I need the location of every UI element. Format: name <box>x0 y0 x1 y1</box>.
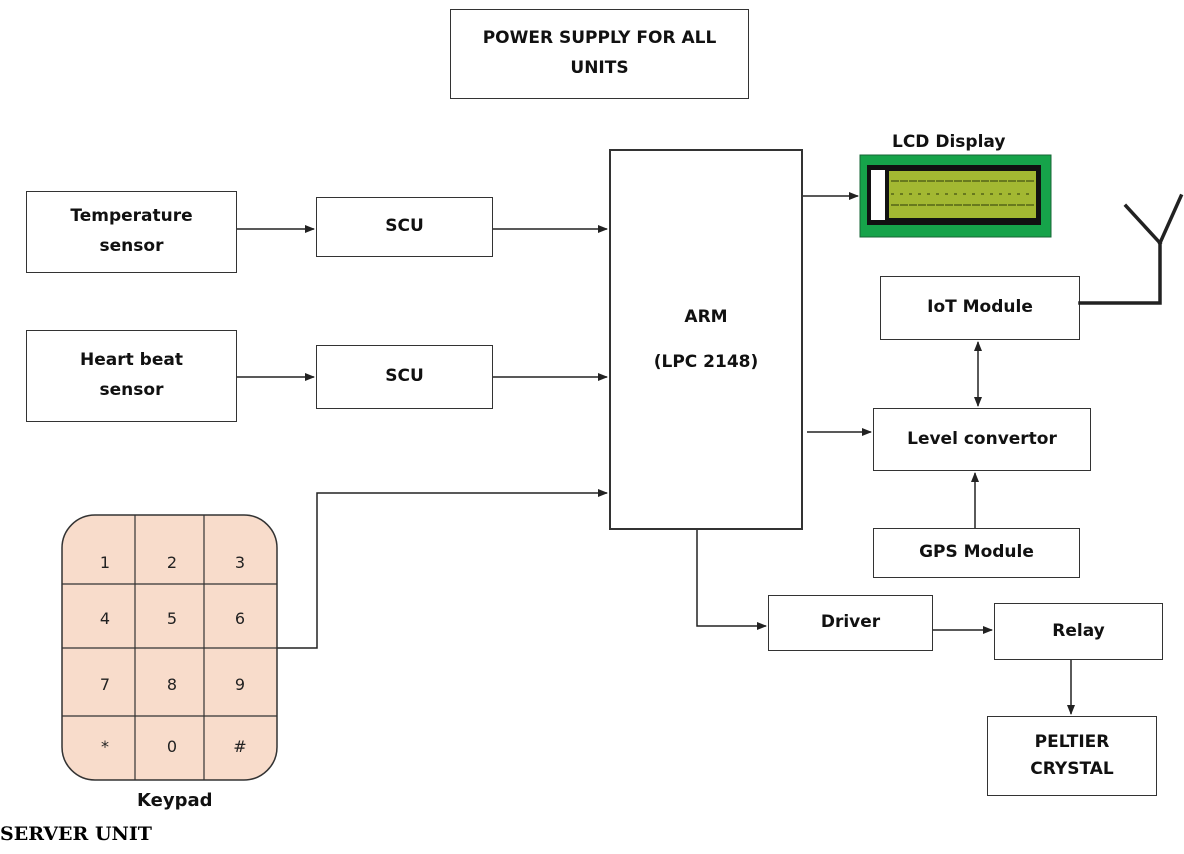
server-unit-caption: SERVER UNIT <box>0 823 152 845</box>
keypad-key-8: 8 <box>167 675 177 694</box>
keypad-key-7: 7 <box>100 675 110 694</box>
arrow-keypad-to-arm <box>277 489 608 649</box>
lcd-display-icon <box>859 154 1052 238</box>
gps-module-box: GPS Module <box>873 528 1080 578</box>
antenna-icon <box>1078 193 1184 305</box>
arm-processor-box: ARM (LPC 2148) <box>609 149 803 530</box>
keypad-key-2: 2 <box>167 553 177 572</box>
heart-beat-sensor-box: Heart beat sensor <box>26 330 237 422</box>
iot-module-box: IoT Module <box>880 276 1080 340</box>
keypad-key-6: 6 <box>235 609 245 628</box>
keypad-key-4: 4 <box>100 609 110 628</box>
keypad-key-5: 5 <box>167 609 177 628</box>
driver-box: Driver <box>768 595 933 651</box>
keypad-key-1: 1 <box>100 553 110 572</box>
scu-box-2: SCU <box>316 345 493 409</box>
keypad-label: Keypad <box>137 790 213 811</box>
keypad-key-hash: # <box>233 737 246 756</box>
temperature-sensor-box: Temperature sensor <box>26 191 237 273</box>
arrow-arm-to-driver <box>696 530 767 630</box>
keypad-key-0: 0 <box>167 737 177 756</box>
power-supply-box: POWER SUPPLY FOR ALL UNITS <box>450 9 749 99</box>
peltier-crystal-box: PELTIER CRYSTAL <box>987 716 1157 796</box>
keypad-icon: 1 2 3 4 5 6 7 8 9 * 0 # <box>61 514 278 781</box>
lcd-display-label: LCD Display <box>892 132 1006 152</box>
keypad-key-3: 3 <box>235 553 245 572</box>
scu-box-1: SCU <box>316 197 493 257</box>
keypad-key-star: * <box>101 737 109 756</box>
level-convertor-box: Level convertor <box>873 408 1091 471</box>
relay-box: Relay <box>994 603 1163 660</box>
keypad-key-9: 9 <box>235 675 245 694</box>
